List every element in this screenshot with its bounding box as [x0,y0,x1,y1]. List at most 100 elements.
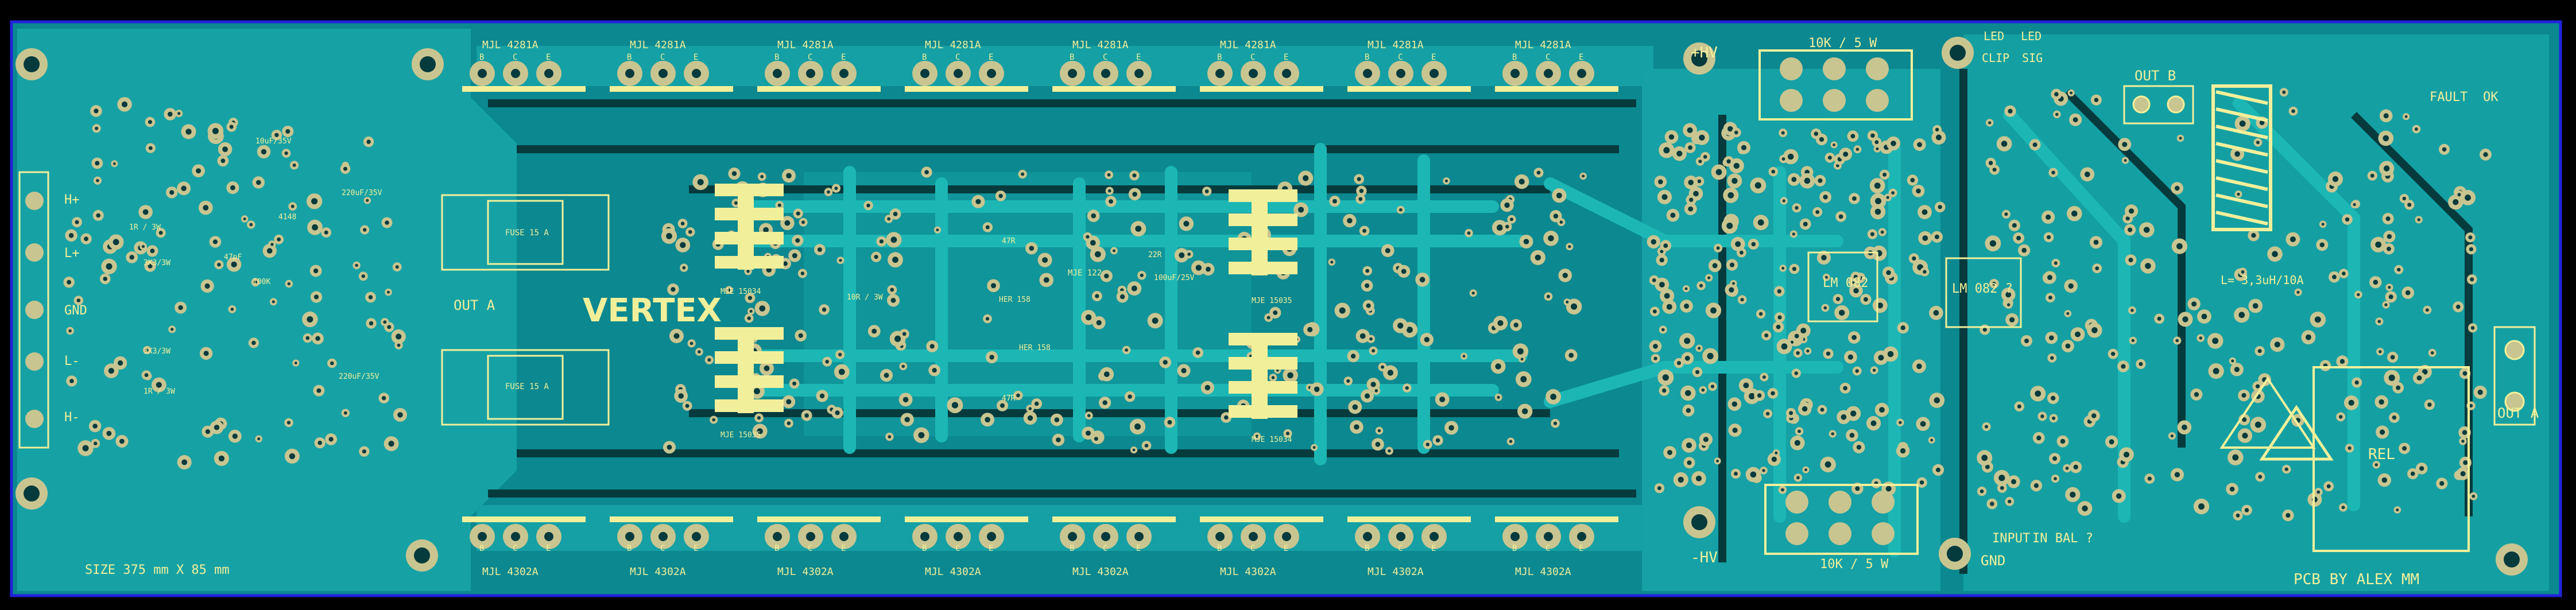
bottom-transistor-pin-label: E [1136,544,1141,553]
via-hole [763,227,769,233]
via-hole [1659,282,1665,287]
via-hole [204,283,210,289]
via-hole [2282,90,2286,94]
out-a-right-label: OUT A [2497,405,2539,421]
via-hole [1659,258,1664,263]
via-hole [1803,222,1808,227]
relay-label: REL [2368,446,2395,463]
via-hole [1758,312,1763,316]
bottom-transistor-pad-hole [1363,532,1372,541]
via-hole [1916,363,1922,370]
via-hole [2040,414,2044,418]
bottom-transistor-pin-label: B [479,544,484,553]
via-hole [387,290,390,294]
via-hole [819,393,825,399]
via-hole [256,180,261,185]
via-hole [2128,258,2133,263]
via-hole [2071,210,2078,217]
top-transistor-pin-label: E [1136,53,1141,62]
via-hole [158,231,163,235]
top-transistor-pin-label: E [694,53,698,62]
via-hole [169,190,175,195]
via-hole [1021,172,1025,176]
via-hole [2286,513,2291,518]
via-hole [1864,297,1868,302]
via-hole [2116,493,2122,499]
via-hole [1934,397,1940,403]
via-hole [2109,439,2114,445]
bottom-transistor-pad-hole [954,532,963,541]
via-hole [1781,131,1785,135]
via-hole [1096,320,1102,326]
via-hole [95,161,100,166]
via-hole [222,146,228,152]
bottom-transistor-pin-label: C [955,544,960,553]
via-hole [760,174,764,178]
via-hole [1849,433,1855,438]
top-transistor-pad-hole [625,69,634,78]
via-hole [2147,476,2152,481]
via-hole [214,425,220,430]
bottom-transistor-pin-label: B [627,544,632,553]
via-hole [2232,454,2239,461]
via-hole [834,187,838,191]
via-hole [1833,143,1836,146]
via-hole [2326,484,2331,488]
via-hole [1535,254,1541,261]
inductor-label: L= 3,3uH/10A [2221,273,2304,287]
via-hole [1781,343,1788,350]
via-hole [1764,333,1769,337]
bottom-transistor-pad-hole [625,532,634,541]
via-hole [892,257,898,263]
via-hole [1548,235,1554,242]
via-hole [998,193,1003,199]
via-hole [1703,437,1709,442]
via-hole [229,125,234,129]
heatsink-label-2: MJE 15035 [720,431,761,440]
bottom-transistor-label-5: MJL 4302A [1072,566,1129,578]
via-hole [366,199,369,202]
via-hole [975,199,981,204]
via-hole [1870,420,1877,426]
via-hole [985,225,990,230]
left-terminal-block [18,171,49,449]
via-hole [1938,205,1942,209]
via-hole [901,364,905,368]
via-hole [1731,401,1737,407]
via-hole [387,325,392,329]
top-transistor-pin-label: E [1431,53,1436,62]
bottom-transistor-pin-label: B [1512,544,1517,553]
via-hole [2354,380,2359,385]
via-hole [2462,430,2467,435]
via-hole [1163,360,1168,365]
via-hole [1819,137,1824,142]
via-hole [1517,348,1524,355]
via-hole [685,403,689,408]
via-hole [2091,327,2098,333]
bottom-transistor-pad-hole [1430,532,1439,541]
via-hole [671,287,676,292]
via-hole [1735,241,1741,247]
via-hole [1086,235,1090,239]
via-hole [1727,126,1733,132]
top-transistor-pad-hole [1396,69,1405,78]
via-hole [203,351,209,356]
via-hole [1195,350,1200,355]
via-hole [783,261,788,266]
via-hole [1771,169,1775,174]
via-hole [1781,266,1785,270]
heatsinks [715,184,1297,419]
via-hole [2339,415,2343,419]
via-hole [1425,442,1430,446]
via-hole [786,173,792,179]
via-hole [1878,355,1884,361]
via-hole [2469,247,2473,251]
via-hole [1102,400,1107,405]
bottom-transistor-pad-hole [1396,532,1405,541]
via-hole [800,271,805,275]
via-hole [1448,425,1454,431]
via-hole [2212,337,2219,344]
via-hole [1826,351,1831,356]
via-hole [1666,304,1672,310]
